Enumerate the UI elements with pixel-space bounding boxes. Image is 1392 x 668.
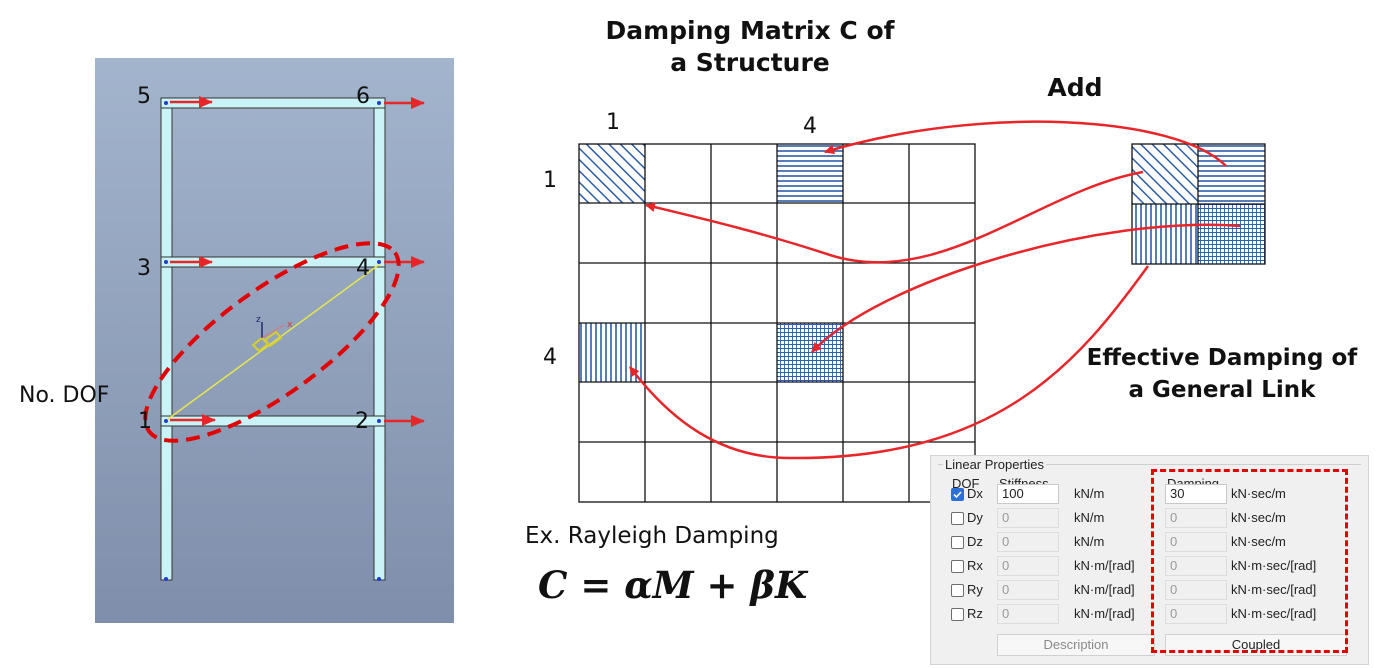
dof-label-ry: Ry [967,582,983,597]
description-button[interactable]: Description [997,634,1155,656]
dy-damping-input[interactable]: 0 [1165,508,1227,528]
matrix-col-label-4: 4 [803,114,817,139]
dz-damping-input[interactable]: 0 [1165,532,1227,552]
rz-checkbox[interactable] [951,608,964,621]
arrow-1-4 [824,120,1227,167]
rx-checkbox[interactable] [951,560,964,573]
add-label: Add [1047,73,1103,102]
link-symbol-icon: z x [251,315,293,353]
frame-structure: z x [143,96,425,581]
rx-stiffness-input[interactable]: 0 [997,556,1059,576]
ry-checkbox[interactable] [951,584,964,597]
dof-column-header: DOF [952,476,980,491]
link-title-line1: Effective Damping of [1086,345,1358,371]
dx-damping-input[interactable]: 30 [1165,484,1227,504]
checkmark-icon [953,491,962,499]
dy-stiffness-unit: kN/m [1074,510,1105,525]
dx-stiffness-unit: kN/m [1074,486,1105,501]
matrix-row-label-1: 1 [543,168,557,193]
rx-stiffness-unit: kN·m/[rad] [1074,558,1135,573]
matrix-title-line2: a Structure [670,48,830,77]
damping-highlight-box [1151,469,1348,653]
node-label-1: 1 [138,409,152,434]
node-label-3: 3 [137,256,151,281]
left-column [160,99,173,581]
dof-caption: No. DOF [19,383,110,408]
rz-damping-unit: kN·m·sec/[rad] [1231,606,1317,621]
link-title-line2: a General Link [1128,377,1316,403]
node-label-2: 2 [355,409,369,434]
linear-properties-panel: Linear Properties DOF Stiffness Damping … [930,455,1369,665]
rayleigh-caption: Ex. Rayleigh Damping [525,523,779,549]
rayleigh-formula: C = αM + βK [538,563,809,607]
dx-checkbox[interactable] [951,488,964,501]
rz-damping-input[interactable]: 0 [1165,604,1227,624]
general-link-element [167,263,381,420]
rz-stiffness-input[interactable]: 0 [997,604,1059,624]
dz-stiffness-input[interactable]: 0 [997,532,1059,552]
ry-stiffness-unit: kN·m/[rad] [1074,582,1135,597]
node-label-5: 5 [137,84,151,109]
matrix-title-line1: Damping Matrix C of [605,16,895,45]
link-damping-matrix [1131,143,1266,265]
dy-checkbox[interactable] [951,512,964,525]
ry-damping-unit: kN·m·sec/[rad] [1231,582,1317,597]
node-label-6: 6 [356,84,370,109]
dof-label-rz: Rz [967,606,983,621]
group-title: Linear Properties [943,457,1046,473]
dy-damping-unit: kN·sec/m [1231,510,1286,525]
damping-matrix-grid [578,143,976,503]
arrow-4-1 [629,265,1150,460]
dx-damping-unit: kN·sec/m [1231,486,1286,501]
svg-text:x: x [287,320,293,330]
ry-stiffness-input[interactable]: 0 [997,580,1059,600]
link-cell-2-1 [1132,204,1198,264]
right-column [373,99,386,581]
dy-stiffness-input[interactable]: 0 [997,508,1059,528]
link-cell-1-1 [1132,144,1198,204]
matrix-row-label-4: 4 [543,345,557,370]
dz-damping-unit: kN·sec/m [1231,534,1286,549]
arrow-4-4 [811,223,1241,353]
rx-damping-unit: kN·m·sec/[rad] [1231,558,1317,573]
matrix-col-label-1: 1 [606,110,620,135]
link-cell-2-2 [1198,204,1265,264]
rx-damping-input[interactable]: 0 [1165,556,1227,576]
arrow-1-1 [645,170,1144,264]
dz-checkbox[interactable] [951,536,964,549]
matrix-cell-1-4 [777,144,843,203]
link-highlight-ellipse [143,241,401,443]
ry-damping-input[interactable]: 0 [1165,580,1227,600]
dx-stiffness-input[interactable]: 100 [997,484,1059,504]
dof-label-dz: Dz [967,534,983,549]
svg-text:z: z [256,315,261,325]
matrix-cell-1-1 [579,144,645,203]
dof-label-dx: Dx [967,486,983,501]
assembly-arrows [629,120,1241,460]
dof-label-rx: Rx [967,558,983,573]
dz-stiffness-unit: kN/m [1074,534,1105,549]
node-label-4: 4 [356,256,370,281]
dof-label-dy: Dy [967,510,983,525]
rz-stiffness-unit: kN·m/[rad] [1074,606,1135,621]
